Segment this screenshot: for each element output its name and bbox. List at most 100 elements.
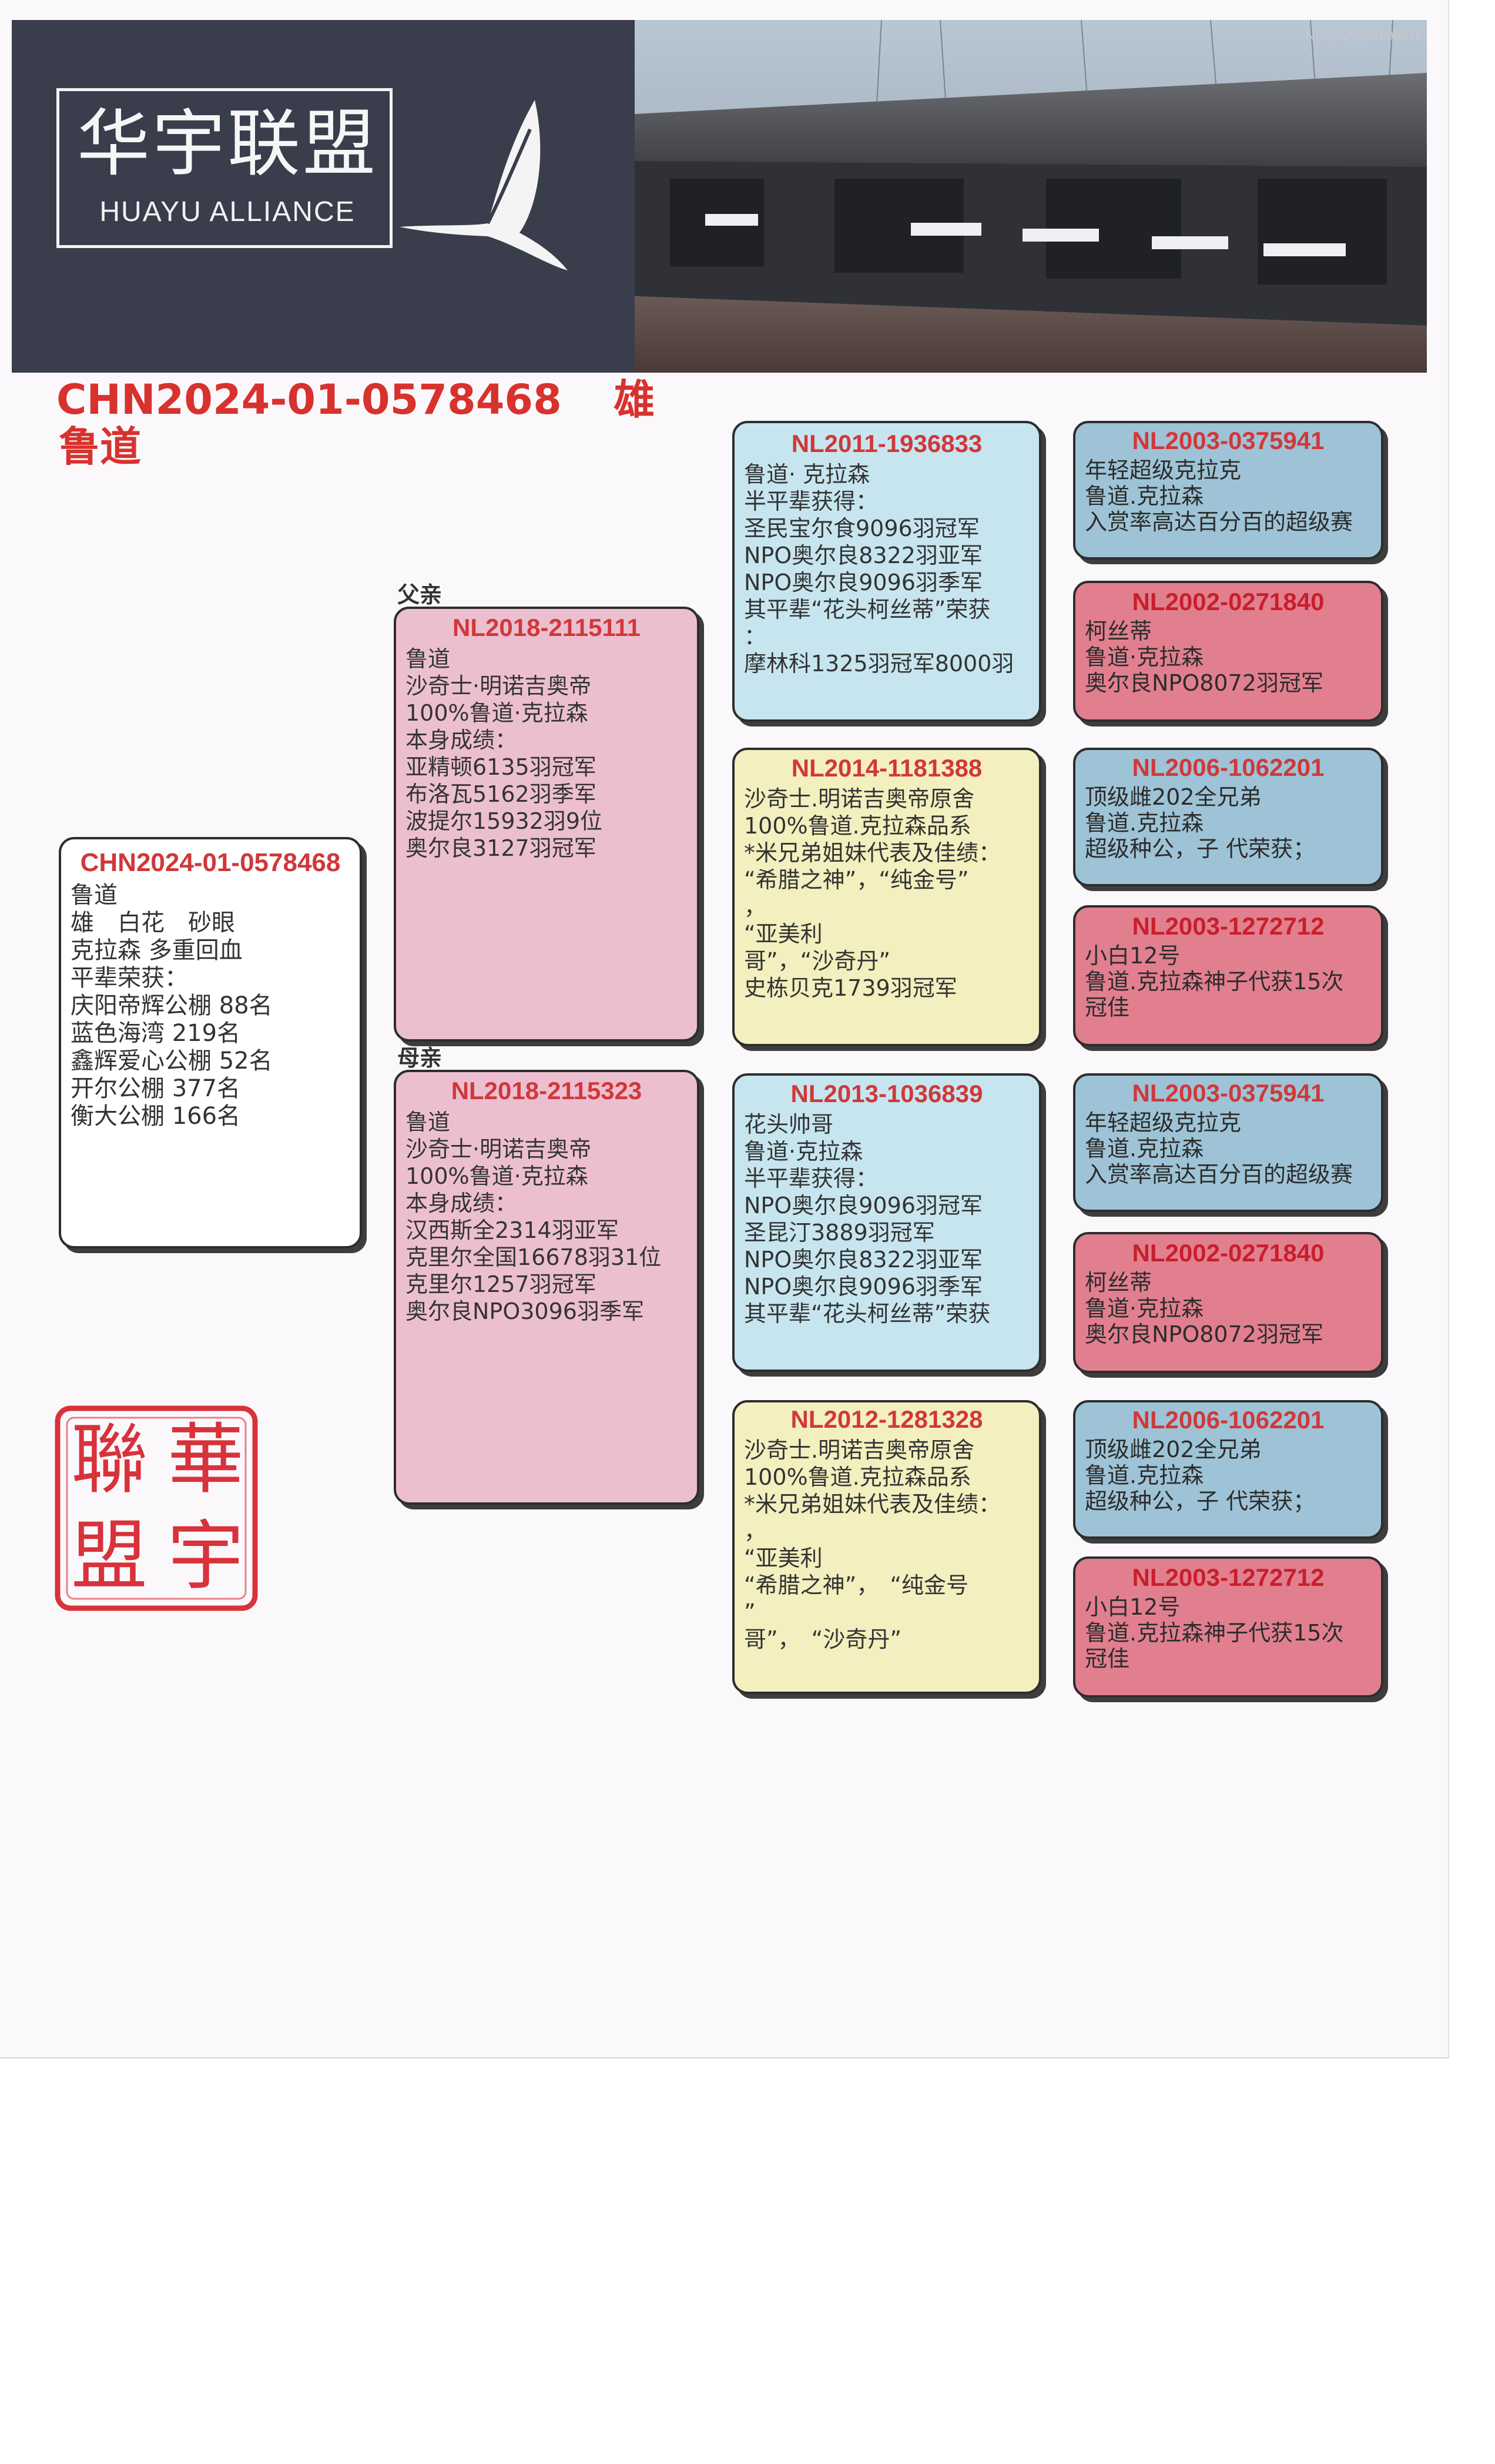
mother-line: 鲁道	[405, 1109, 451, 1135]
great-grandparent-ring-number: NL2003-0375941	[1132, 427, 1325, 454]
great-grandparent-ring-number: NL2003-1272712	[1132, 912, 1325, 940]
grandparent-line: “希腊之神”，“纯金号”	[744, 867, 969, 893]
grandparent-line: *米兄弟姐妹代表及佳绩：	[744, 1491, 1001, 1517]
great-grandparent-line: 鲁道.克拉森	[1085, 1462, 1204, 1488]
mother-line: 本身成绩：	[405, 1190, 518, 1216]
great-grandparent-line: 柯丝蒂	[1085, 1270, 1152, 1295]
father-ring-number: NL2018-2115111	[452, 614, 641, 641]
pedigree-sheet: 华宇联盟 HUAYU ALLIANCE NO.2025104596079 CHN…	[0, 0, 1449, 2058]
bird-icon	[400, 100, 568, 270]
father-line: 本身成绩：	[405, 727, 518, 753]
subject-card: CHN2024-01-0578468 鲁道 雄 白花 砂眼 克拉森 多重回血 平…	[59, 837, 362, 1248]
title-sex: 雄	[614, 376, 655, 424]
grandparent-line: ，	[744, 894, 767, 920]
logo-frame: 华宇联盟 HUAYU ALLIANCE	[56, 88, 393, 248]
great-grandparent-line: 小白12号	[1085, 943, 1181, 969]
great-grandparent-card: NL2003-1272712 小白12号 鲁道.克拉森神子代获15次 冠佳	[1073, 905, 1383, 1046]
title-strain: 鲁道	[59, 423, 141, 471]
great-grandparent-card: NL2003-0375941 年轻超级克拉克 鲁道.克拉森 入赏率高达百分百的超…	[1073, 1073, 1383, 1212]
great-grandparent-card: NL2003-0375941 年轻超级克拉克 鲁道.克拉森 入赏率高达百分百的超…	[1073, 421, 1383, 560]
mother-label: 母亲	[397, 1045, 443, 1071]
great-grandparent-ring-number: NL2006-1062201	[1132, 1406, 1325, 1434]
mother-ring-number: NL2018-2115323	[451, 1077, 642, 1104]
title-ring-number: CHN2024-01-0578468	[56, 376, 562, 424]
great-grandparent-line: 鲁道.克拉森	[1085, 483, 1204, 509]
grandparent-line: NPO奥尔良8322羽亚军	[744, 1247, 983, 1273]
great-grandparent-card: NL2002-0271840 柯丝蒂 鲁道·克拉森 奥尔良NPO8072羽冠军	[1073, 581, 1383, 722]
mother-line: 沙奇士·明诺吉奥帝	[405, 1136, 592, 1162]
great-grandparent-line: 顶级雌202全兄弟	[1085, 784, 1262, 810]
seal-char: 盟	[71, 1511, 148, 1601]
grandparent-ring-number: NL2014-1181388	[791, 754, 983, 782]
seal-stamp: 華 宇 聯 盟	[55, 1405, 258, 1611]
seal-char: 華	[167, 1415, 244, 1504]
great-grandparent-ring-number: NL2002-0271840	[1132, 588, 1325, 615]
grandparent-line: *米兄弟姐妹代表及佳绩：	[744, 840, 1001, 866]
great-grandparent-line: 鲁道.克拉森	[1085, 810, 1204, 836]
subject-line: 蓝色海湾 219名	[71, 1020, 241, 1047]
grandparent-line: 摩林科1325羽冠军8000羽	[744, 651, 1014, 677]
seal-char: 聯	[71, 1415, 148, 1504]
header-banner: 华宇联盟 HUAYU ALLIANCE NO.2025104596079	[12, 20, 1427, 373]
subject-line: 克拉森 多重回血	[71, 937, 243, 964]
grandparent-ring-number: NL2012-1281328	[790, 1405, 983, 1433]
grandparent-line: ：	[744, 624, 767, 650]
great-grandparent-card: NL2006-1062201 顶级雌202全兄弟 鲁道.克拉森 超级种公，子 代…	[1073, 748, 1383, 886]
grandparent-line: ”	[744, 1599, 756, 1625]
great-grandparent-line: 鲁道.克拉森神子代获15次	[1085, 969, 1344, 995]
subject-ring-number: CHN2024-01-0578468	[80, 848, 341, 877]
great-grandparent-line: 入赏率高达百分百的超级赛	[1085, 1161, 1353, 1187]
father-line: 鲁道	[405, 646, 451, 672]
grandparent-card: NL2011-1936833 鲁道· 克拉森 半平辈获得： 圣民宝尔食9096羽…	[732, 421, 1041, 722]
great-grandparent-line: 超级种公，子 代荣获；	[1085, 836, 1316, 862]
grandparent-line: 沙奇士.明诺吉奥帝原舍	[744, 786, 975, 812]
grandparent-line: 100%鲁道.克拉森品系	[744, 1464, 971, 1490]
grandparent-line: 圣昆汀3889羽冠军	[744, 1220, 935, 1246]
grandparent-line: 史栋贝克1739羽冠军	[744, 975, 957, 1001]
subject-line: 鲁道	[71, 882, 118, 909]
grandparent-line: 鲁道· 克拉森	[744, 461, 870, 487]
great-grandparent-line: 鲁道.克拉森神子代获15次	[1085, 1620, 1344, 1646]
great-grandparent-line: 奥尔良NPO8072羽冠军	[1085, 1321, 1323, 1347]
grandparent-line: 其平辈“花头柯丝蒂”荣获	[744, 1301, 991, 1327]
subject-line: 庆阳帝辉公棚 88名	[71, 992, 273, 1019]
grandparent-line: 半平辈获得：	[744, 488, 879, 514]
great-grandparent-line: 冠佳	[1085, 995, 1130, 1020]
grandparent-line: 100%鲁道.克拉森品系	[744, 813, 971, 839]
grandparent-line: ，	[744, 1518, 767, 1544]
grandparent-line: NPO奥尔良9096羽季军	[744, 570, 983, 595]
great-grandparent-line: 入赏率高达百分百的超级赛	[1085, 509, 1353, 535]
grandparent-line: “亚美利	[744, 1545, 823, 1571]
father-label: 父亲	[397, 582, 443, 608]
great-grandparent-line: 鲁道.克拉森	[1085, 1136, 1204, 1161]
subject-line: 雄 白花 砂眼	[71, 909, 235, 936]
grandparent-line: 圣民宝尔食9096羽冠军	[744, 515, 980, 541]
logo-english-text: HUAYU ALLIANCE	[99, 196, 356, 227]
great-grandparent-line: 柯丝蒂	[1085, 618, 1152, 644]
grandparent-line: “亚美利	[744, 921, 823, 947]
great-grandparent-card: NL2003-1272712 小白12号 鲁道.克拉森神子代获15次 冠佳	[1073, 1556, 1383, 1698]
grandparent-line: 鲁道·克拉森	[744, 1139, 863, 1164]
great-grandparent-ring-number: NL2003-1272712	[1132, 1564, 1325, 1591]
grandparent-line: 其平辈“花头柯丝蒂”荣获	[744, 597, 991, 622]
subject-line: 开尔公棚 377名	[71, 1075, 241, 1102]
mother-line: 克里尔全国16678羽31位	[405, 1244, 662, 1270]
grandparent-ring-number: NL2013-1036839	[790, 1080, 983, 1107]
father-line: 奥尔良3127羽冠军	[405, 835, 596, 861]
grandparent-card: NL2013-1036839 花头帅哥 鲁道·克拉森 半平辈获得： NPO奥尔良…	[732, 1073, 1041, 1372]
grandparent-line: 哥”，“沙奇丹”	[744, 948, 891, 974]
great-grandparent-line: 年轻超级克拉克	[1085, 1110, 1242, 1136]
subject-line: 衡大公棚 166名	[71, 1103, 241, 1130]
loft-photo	[635, 20, 1427, 373]
great-grandparent-line: 小白12号	[1085, 1594, 1181, 1620]
grandparent-line: 半平辈获得：	[744, 1166, 879, 1191]
father-line: 100%鲁道·克拉森	[405, 700, 588, 726]
mother-line: 克里尔1257羽冠军	[405, 1271, 596, 1297]
great-grandparent-ring-number: NL2002-0271840	[1132, 1239, 1325, 1267]
mother-card: NL2018-2115323 鲁道 沙奇士·明诺吉奥帝 100%鲁道·克拉森 本…	[394, 1070, 699, 1505]
grandparent-line: NPO奥尔良9096羽冠军	[744, 1193, 983, 1218]
father-line: 亚精顿6135羽冠军	[405, 754, 596, 780]
great-grandparent-card: NL2002-0271840 柯丝蒂 鲁道·克拉森 奥尔良NPO8072羽冠军	[1073, 1232, 1383, 1373]
mother-line: 汉西斯全2314羽亚军	[405, 1217, 619, 1243]
grandparent-card: NL2014-1181388 沙奇士.明诺吉奥帝原舍 100%鲁道.克拉森品系 …	[732, 748, 1041, 1046]
